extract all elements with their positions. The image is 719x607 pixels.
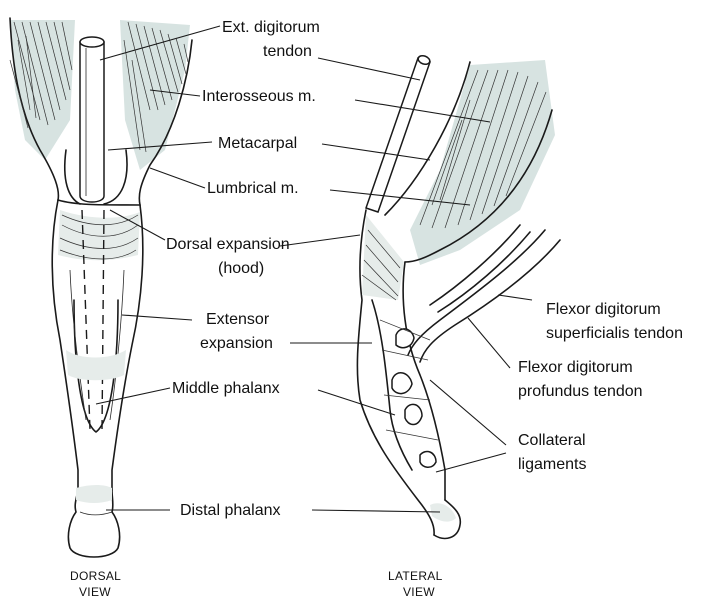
label-ext-digitorum-line2: tendon <box>263 43 312 60</box>
dorsal-view-label-line2: VIEW <box>79 585 111 599</box>
dorsal-view-illustration: DORSAL VIEW <box>10 18 192 599</box>
label-extensor-expansion-line2: expansion <box>200 335 273 352</box>
lateral-view-label-line2: VIEW <box>403 585 435 599</box>
label-fds-line1: Flexor digitorum <box>546 301 661 318</box>
lateral-view-label-line1: LATERAL <box>388 569 443 583</box>
label-interosseous: Interosseous m. <box>202 88 316 105</box>
labels: Ext. digitorum tendon Interosseous m. Me… <box>166 19 683 519</box>
lateral-ext-digitorum-tendon <box>366 54 431 212</box>
label-extensor-expansion-line1: Extensor <box>206 311 270 328</box>
label-middle-phalanx: Middle phalanx <box>172 380 280 397</box>
label-dorsal-expansion-line1: Dorsal expansion <box>166 236 290 253</box>
dorsal-finger-body <box>52 150 143 557</box>
dorsal-view-label-line1: DORSAL <box>70 569 121 583</box>
label-distal-phalanx: Distal phalanx <box>180 502 281 519</box>
label-fds-line2: superficialis tendon <box>546 325 683 342</box>
label-dorsal-expansion-line2: (hood) <box>218 260 264 277</box>
dorsal-metacarpal-tendon <box>80 37 104 202</box>
label-fdp-line1: Flexor digitorum <box>518 359 633 376</box>
label-ext-digitorum-line1: Ext. digitorum <box>222 19 320 36</box>
lateral-view-illustration: LATERAL VIEW <box>357 54 560 599</box>
label-fdp-line2: profundus tendon <box>518 383 643 400</box>
label-collateral-line1: Collateral <box>518 432 586 449</box>
label-lumbrical: Lumbrical m. <box>207 180 299 197</box>
label-collateral-line2: ligaments <box>518 456 586 473</box>
label-metacarpal: Metacarpal <box>218 135 297 152</box>
